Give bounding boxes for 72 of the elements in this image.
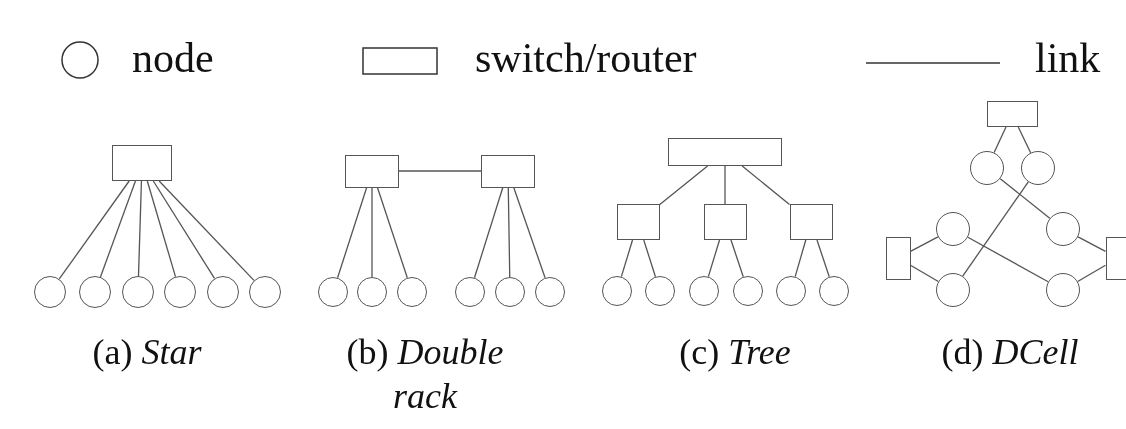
link-line [643,239,657,278]
node-circle [207,276,239,308]
node-circle [318,277,348,307]
node-circle [1046,273,1080,307]
link-line [336,186,368,279]
link-line [962,181,1029,277]
link-line [816,239,830,278]
switch-box [481,154,535,188]
link-line [707,239,721,278]
node-circle [819,276,849,306]
link-line [513,186,546,279]
switch-box [986,101,1038,127]
node-circle [122,276,154,308]
link-line [158,180,255,282]
link-line [376,186,408,279]
switch-box [885,236,911,280]
node-circle [1021,151,1055,185]
link-line [507,186,511,278]
link-line [152,180,216,280]
switch-box [668,138,782,166]
subfigure-caption: (c) Tree [678,331,792,374]
node-circle [776,276,806,306]
switch-box [345,154,399,188]
node-circle [455,277,485,307]
legend-label: switch/router [475,34,697,82]
link-line [741,165,791,206]
node-circle [535,277,565,307]
link-line [658,165,709,206]
link-line [398,170,482,172]
node-circle [164,276,196,308]
node-circle [79,276,111,308]
link-line [371,186,373,278]
node-circle [936,273,970,307]
switch-box [703,204,747,240]
switch-box [616,204,660,240]
subfigure-caption: (d) DCell [940,331,1080,374]
subfigure-caption: (b) Double rack [345,331,505,418]
switch-box [789,204,833,240]
node-circle [357,277,387,307]
node-circle [970,151,1004,185]
link-line [724,165,726,205]
node-circle [249,276,281,308]
node-circle [936,212,970,246]
link-line [473,186,504,279]
link-line [967,236,1049,283]
legend-label: link [1035,34,1101,82]
link-line [620,239,634,278]
link-line [999,178,1051,219]
subfigure-caption: (a) Star [91,331,203,374]
node-circle [689,276,719,306]
link-line [58,180,130,280]
switch-box [112,145,172,181]
node-circle [34,276,66,308]
node-circle [1046,212,1080,246]
link-line [909,236,939,253]
link-line [909,264,939,283]
link-line [99,180,137,278]
link-line [1077,264,1107,283]
link-line [146,180,177,278]
link-line [1077,236,1107,253]
link-line [730,239,744,278]
legend-label: node [132,34,214,82]
node-circle [733,276,763,306]
node-circle [495,277,525,307]
node-circle [645,276,675,306]
node-circle [602,276,632,306]
node-circle [397,277,427,307]
link-line [137,180,143,277]
link-line [794,239,807,278]
switch-box [1105,236,1126,280]
link-line [1017,126,1032,154]
link-line [993,126,1007,154]
